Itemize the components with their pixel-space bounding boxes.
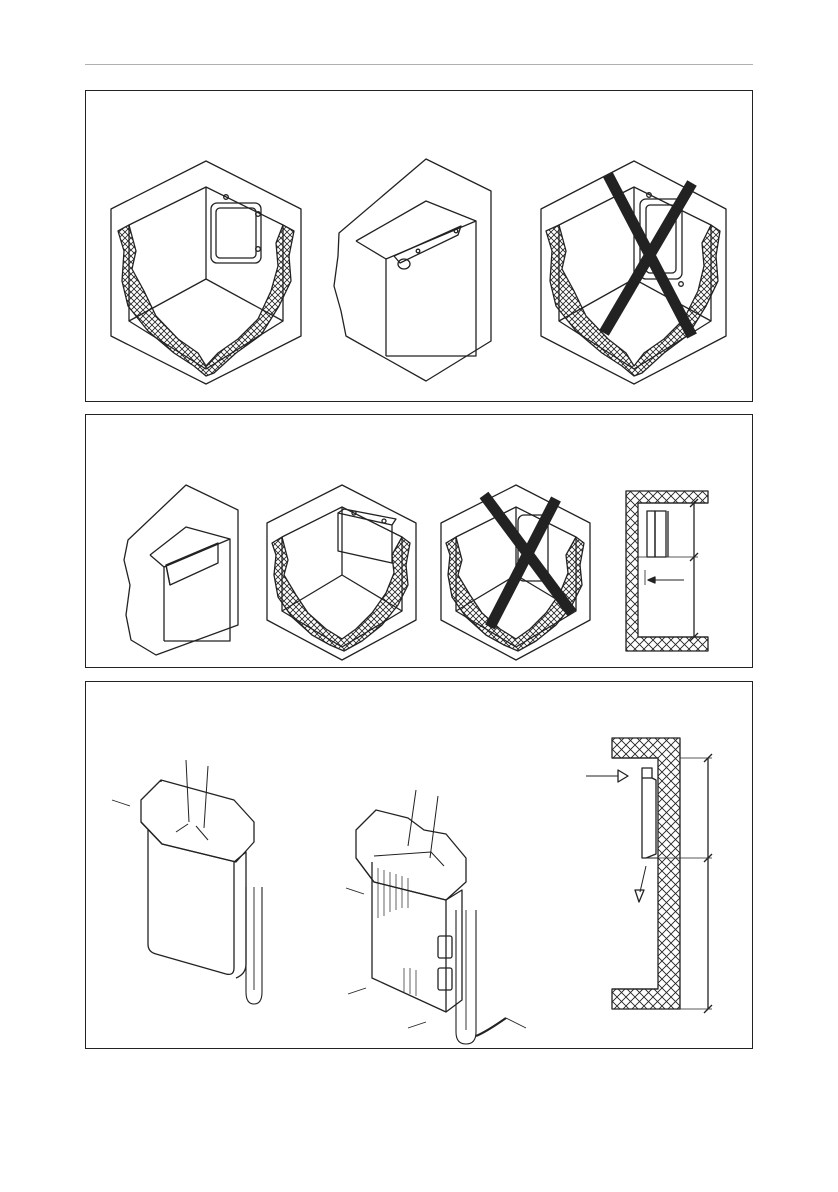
- header-rule: [85, 64, 753, 65]
- panel-2-drawing: [86, 415, 754, 669]
- panel-1-drawing: [86, 91, 754, 403]
- wall-section-clearance-diagram: [626, 491, 708, 651]
- unit-front-view: [112, 760, 262, 1004]
- correct-ceiling-mount: [334, 159, 491, 381]
- mounting-position-panel-middle: [85, 414, 753, 668]
- correct-wall-mount-corner: [111, 161, 301, 384]
- unit-open-view: [346, 790, 526, 1044]
- correct-wall-mount-small: [267, 485, 416, 660]
- mounting-position-panel-top: [85, 90, 753, 402]
- incorrect-wall-mount-crossed: [541, 161, 726, 384]
- installation-panel-bottom: [85, 681, 753, 1049]
- wall-section-side-view: [586, 738, 712, 1013]
- correct-ceiling-mount-small: [124, 485, 238, 655]
- incorrect-mount-crossed-small: [441, 485, 590, 660]
- panel-3-drawing: [86, 682, 754, 1050]
- unit-body-outline: [211, 203, 261, 263]
